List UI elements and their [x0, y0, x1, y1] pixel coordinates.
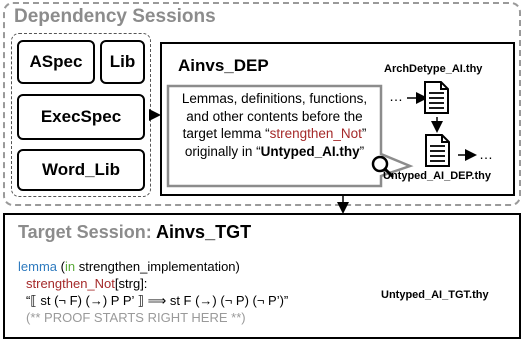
- callout-original-file: Untyped_AI.thy: [260, 143, 360, 159]
- lemma-attribute: [strg]:: [114, 276, 148, 291]
- file-icon: [424, 81, 449, 114]
- lib-word-lib: Word_Lib: [17, 149, 145, 191]
- dependency-sessions-box: [3, 2, 521, 206]
- magnifier-icon: [371, 155, 394, 178]
- ainvs-dep-title: Ainvs_DEP: [178, 56, 269, 75]
- callout-line-3-prefix: target lemma “: [182, 126, 270, 141]
- lemma-keyword: lemma: [18, 259, 58, 274]
- file-label-archdetype: ArchDetype_AI.thy: [384, 63, 483, 75]
- ellipsis-right: …: [479, 146, 493, 162]
- in-keyword: in: [64, 259, 76, 274]
- lemma-context: strengthen_implementation): [75, 259, 240, 274]
- lemma-name: strengthen_Not: [26, 276, 115, 291]
- target-session-label: Target Session:: [18, 222, 157, 242]
- proof-comment: (** PROOF STARTS RIGHT HERE **): [26, 310, 246, 325]
- target-session-box: [3, 213, 521, 339]
- lemma-code: lemma (in strengthen_implementation) str…: [18, 258, 288, 326]
- file-label-untyped-tgt: Untyped_AI_TGT.thy: [381, 289, 489, 301]
- lib-lib: Lib: [100, 40, 145, 84]
- callout-line-1: Lemmas, definitions, functions,: [181, 91, 368, 106]
- callout-line-3: target lemma “strengthen_Not”: [168, 125, 381, 143]
- lib-execspec: ExecSpec: [17, 94, 145, 140]
- callout-line-3-suffix: ”: [361, 126, 367, 141]
- callout-line-4: originally in “Untyped_AI.thy”: [168, 143, 381, 161]
- file-label-untyped-dep: Untyped_AI_DEP.thy: [383, 170, 491, 182]
- callout-text: Lemmas, definitions, functions, and othe…: [168, 90, 381, 160]
- callout-line-4-prefix: originally in “: [184, 143, 261, 159]
- dependency-sessions-title: Dependency Sessions: [14, 6, 216, 27]
- callout-bubble: [166, 84, 414, 188]
- callout-line-4-suffix: ”: [359, 143, 365, 159]
- code-line-3: “⟦ st (¬ F) (→) P P’ ⟧ ⟹ st F (→) (¬ P) …: [26, 293, 289, 308]
- target-session-name: Ainvs_TGT: [156, 222, 252, 242]
- code-line-1: lemma (in strengthen_implementation): [18, 258, 288, 275]
- code-line-2: strengthen_Not[strg]:: [18, 275, 288, 292]
- callout-line-2: and other contents before the: [186, 108, 363, 124]
- lib-aspec: ASpec: [17, 40, 95, 84]
- callout-target-lemma: strengthen_Not: [269, 126, 362, 141]
- file-icon: [425, 134, 450, 167]
- target-session-title: Target Session: Ainvs_TGT: [18, 222, 251, 243]
- code-paren: (: [57, 259, 65, 274]
- ellipsis-left: …: [389, 88, 403, 104]
